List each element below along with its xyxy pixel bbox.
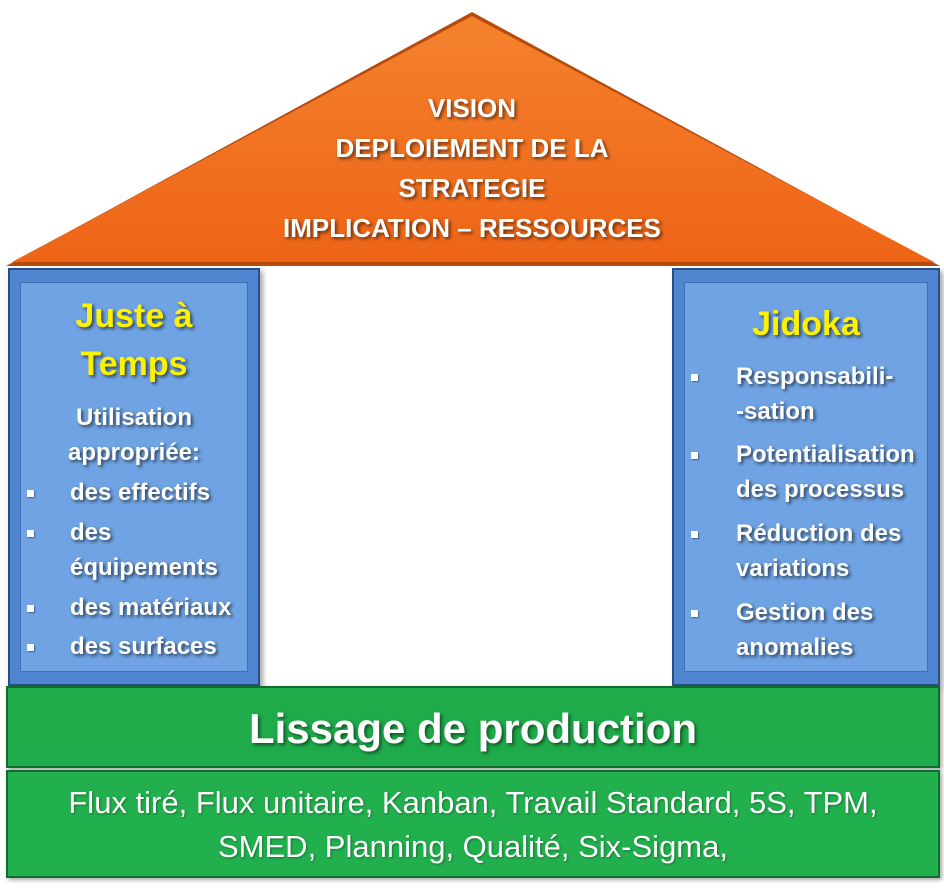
list-item: des équipements <box>70 515 218 585</box>
pillar-title-line: Temps <box>80 345 188 383</box>
list-item: des surfaces <box>70 629 217 664</box>
pillar-title-jidoka: Jidoka <box>752 305 860 343</box>
roof-line-vision: VISION <box>427 93 517 123</box>
list-item: Gestion des anomalies <box>736 595 873 665</box>
list-item-line: -sation <box>736 398 815 425</box>
bullet-icon <box>691 610 698 617</box>
bullet-icon <box>27 530 34 537</box>
list-item-line: des processus <box>736 476 905 503</box>
roof-line-strategie: STRATEGIE <box>398 173 546 203</box>
list-item-line: des matériaux <box>70 594 232 621</box>
pillar-juste-a-temps: Juste à Temps Utilisation appropriée: de… <box>8 268 260 686</box>
list-item-line: Responsabili- <box>736 363 894 390</box>
bullet-icon <box>691 374 698 381</box>
bullet-icon <box>27 490 34 497</box>
roof-line-implication: IMPLICATION – RESSOURCES <box>282 213 661 243</box>
foundation-band-tools: Flux tiré, Flux unitaire, Kanban, Travai… <box>6 770 940 878</box>
pillar-title-juste-a-temps: Juste à Temps <box>10 292 258 388</box>
list-item-line: des <box>70 519 112 546</box>
list-item: des matériaux <box>70 590 231 625</box>
pillar-inner-panel <box>684 282 928 672</box>
list-item: Potentialisation des processus <box>736 437 915 507</box>
list-item-line: des surfaces <box>70 633 217 660</box>
pillar-title-line: Juste à <box>75 297 193 335</box>
roof-line-deploiement: DEPLOIEMENT DE LA <box>335 133 609 163</box>
list-item-line: anomalies <box>736 634 854 661</box>
pillar-inner-panel <box>20 282 248 672</box>
pillar-jidoka: Jidoka Responsabili- -sation Potentialis… <box>672 268 940 686</box>
roof-text: VISION DEPLOIEMENT DE LA STRATEGIE IMPLI… <box>220 88 724 248</box>
list-item-line: équipements <box>70 554 219 581</box>
roof-triangle <box>6 12 940 266</box>
foundation-band-lissage: Lissage de production <box>6 686 940 768</box>
list-item-line: des effectifs <box>70 479 211 506</box>
subtitle-line: Utilisation <box>75 404 192 431</box>
tools-line: SMED, Planning, Qualité, Six-Sigma, <box>218 829 728 864</box>
list-item-line: Gestion des <box>736 599 874 626</box>
list-item-line: variations <box>736 555 850 582</box>
list-item-line: Potentialisation <box>736 441 915 468</box>
bullet-icon <box>691 531 698 538</box>
tools-line: Flux tiré, Flux unitaire, Kanban, Travai… <box>68 785 878 820</box>
list-item: des effectifs <box>70 475 210 510</box>
list-item-line: Réduction des <box>736 520 902 547</box>
foundation-title: Lissage de production <box>248 705 698 752</box>
pillar-subtitle: Utilisation appropriée: <box>10 400 258 470</box>
bullet-icon <box>27 644 34 651</box>
bullet-icon <box>27 605 34 612</box>
list-item: Réduction des variations <box>736 516 901 586</box>
subtitle-line: appropriée: <box>67 439 201 466</box>
bullet-icon <box>691 452 698 459</box>
list-item: Responsabili- -sation <box>736 359 893 429</box>
